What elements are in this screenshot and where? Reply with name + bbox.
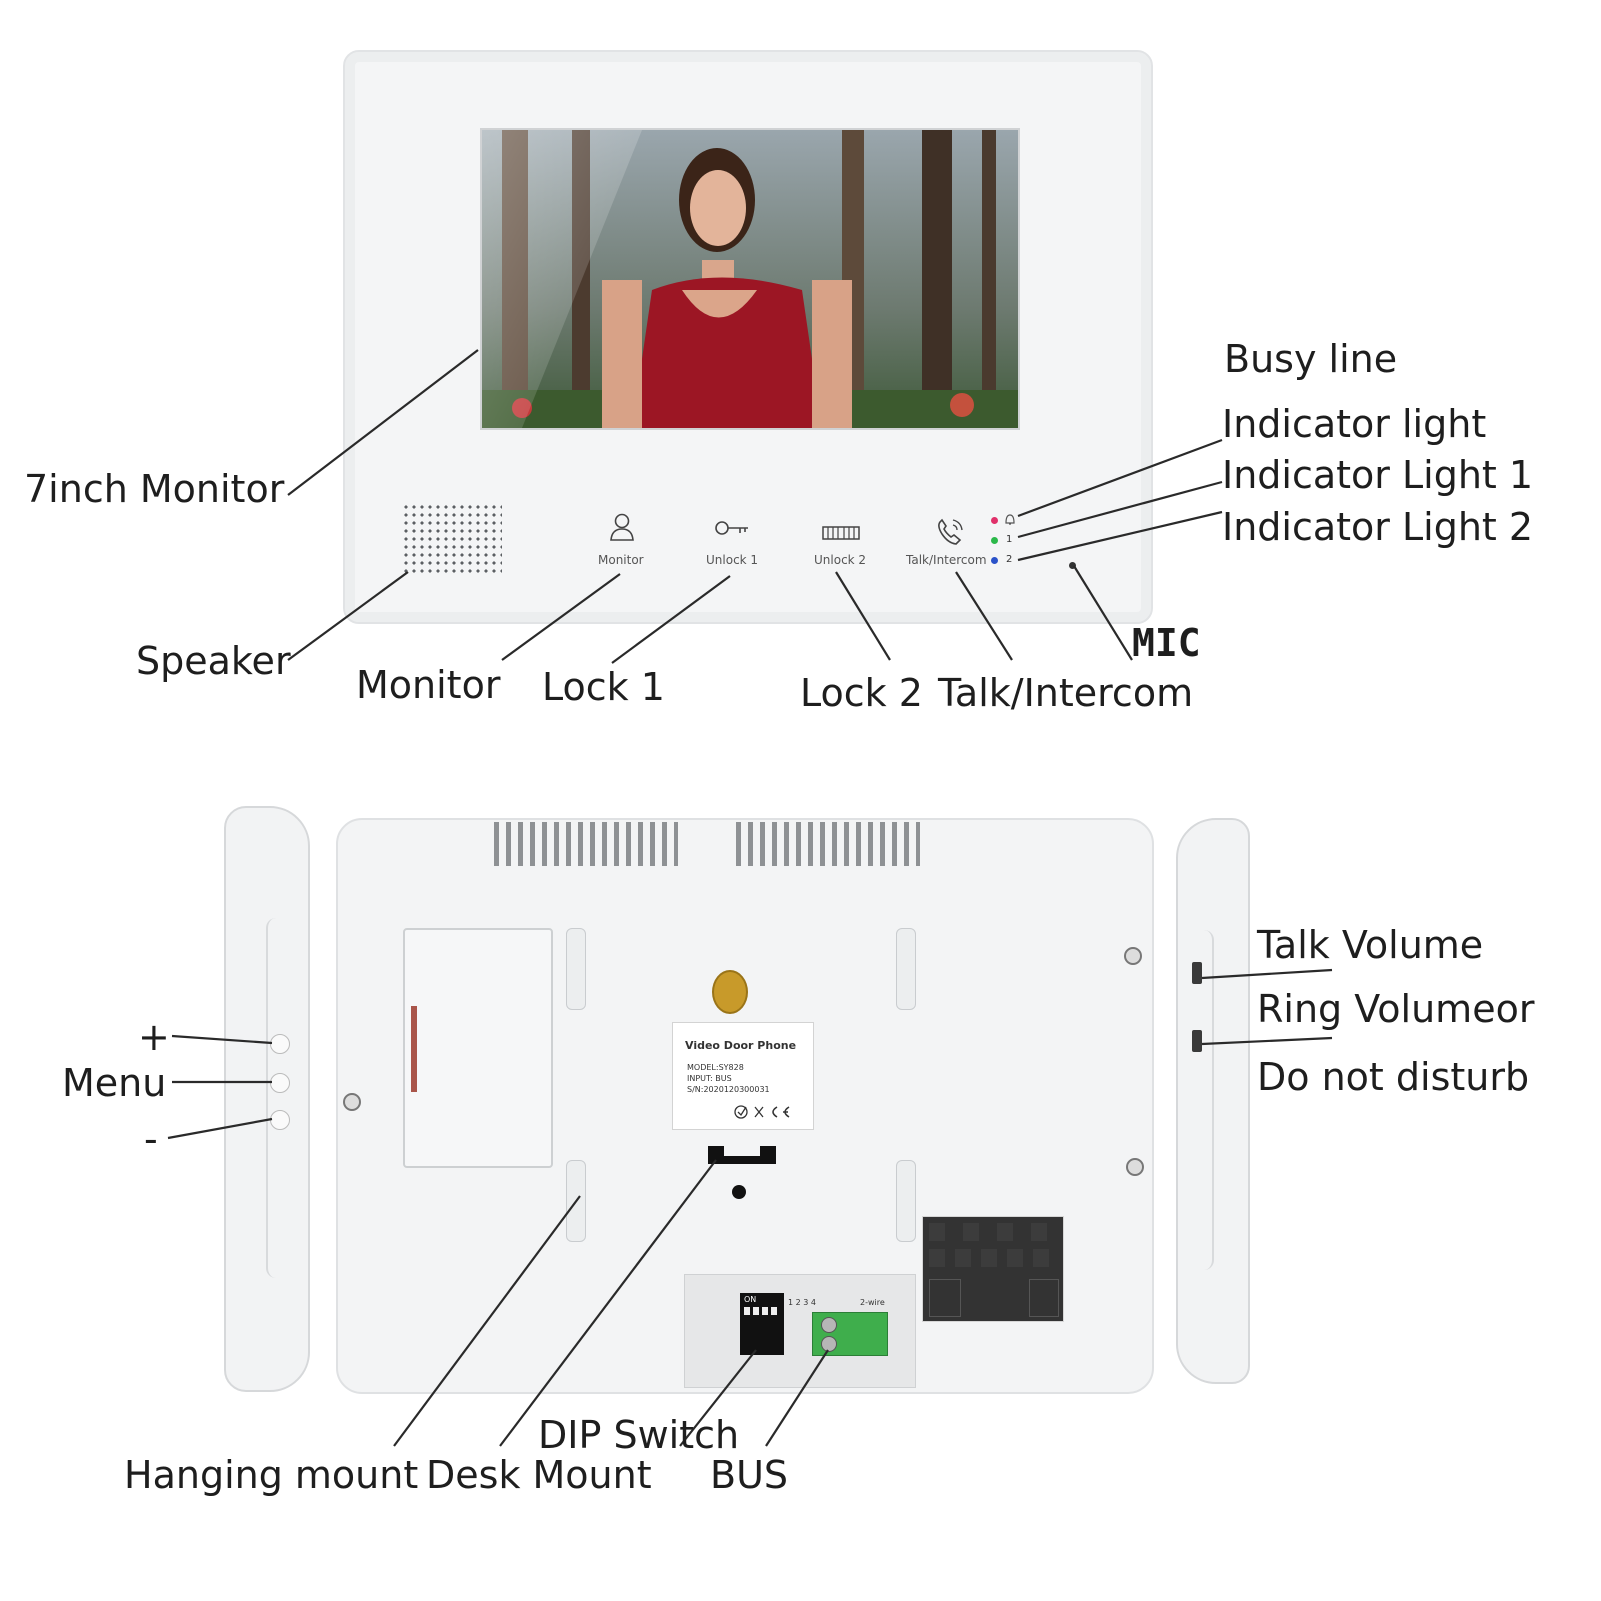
unlock1-button[interactable]: Unlock 1 [700, 512, 770, 572]
back-cover [403, 928, 553, 1168]
vent-right [736, 822, 920, 866]
unlock2-button[interactable]: Unlock 2 [810, 512, 880, 572]
ring-volume-slider[interactable] [1192, 1030, 1202, 1052]
screw [1126, 1158, 1144, 1176]
mic-hole [1069, 562, 1076, 569]
label-bus: BUS [710, 1453, 789, 1497]
unlock1-button-label: Unlock 1 [706, 553, 759, 567]
label-7inch-monitor: 7inch Monitor [24, 467, 285, 511]
left-side-profile [224, 806, 310, 1392]
screw [343, 1093, 361, 1111]
label-dip-switch: DIP Switch [538, 1413, 740, 1457]
screw [1124, 947, 1142, 965]
busy-led [991, 517, 998, 524]
sticker-serial: S/N:2020120300031 [687, 1085, 770, 1094]
desk-mount-hole [732, 1185, 746, 1199]
monitor-button[interactable]: Monitor [592, 512, 652, 572]
label-talk-volume: Talk Volume [1257, 923, 1484, 967]
dip-on-label: ON [744, 1295, 757, 1304]
label-busy-line: Busy line [1224, 337, 1398, 381]
label-minus: - [144, 1117, 158, 1161]
label-plus: + [138, 1015, 170, 1059]
label-monitor: Monitor [356, 663, 501, 707]
key-icon [715, 521, 748, 535]
led-1 [991, 537, 998, 544]
unlock2-button-label: Unlock 2 [814, 553, 867, 567]
certification-marks-icon [734, 1105, 790, 1119]
dip-switch[interactable]: ON [740, 1293, 784, 1355]
led-1-label: 1 [1006, 534, 1013, 545]
label-speaker: Speaker [136, 639, 291, 683]
desk-mount-slot [708, 1146, 776, 1164]
woman-photo [482, 130, 1018, 428]
label-mic: MIC [1132, 621, 1201, 665]
sticker-title: Video Door Phone [685, 1039, 797, 1052]
right-side-profile [1176, 818, 1250, 1384]
speaker-grille [402, 503, 502, 575]
phone-icon [938, 518, 963, 545]
hanging-hook [896, 928, 916, 1010]
led-2-label: 2 [1006, 554, 1013, 565]
bell-icon [1005, 514, 1015, 525]
gate-icon [822, 526, 860, 540]
label-talk-intercom: Talk/Intercom [938, 671, 1194, 715]
label-ring-volume: Ring Volumeor [1257, 987, 1535, 1031]
led-2 [991, 557, 998, 564]
label-indicator-light-1: Indicator Light 1 [1222, 453, 1534, 497]
label-desk-mount: Desk Mount [426, 1453, 652, 1497]
label-busy-indicator: Indicator light [1222, 402, 1487, 446]
label-do-not-disturb: Do not disturb [1257, 1055, 1530, 1099]
label-lock-2: Lock 2 [800, 671, 923, 715]
hanging-hook [566, 928, 586, 1010]
label-menu: Menu [62, 1061, 167, 1105]
product-sticker: Video Door Phone MODEL:SY828 INPUT: BUS … [672, 1022, 814, 1130]
person-icon [610, 513, 634, 541]
talk-intercom-button[interactable]: Talk/Intercom [906, 512, 994, 572]
monitor-screen [480, 128, 1020, 430]
label-indicator-light-2: Indicator Light 2 [1222, 505, 1534, 549]
talk-volume-slider[interactable] [1192, 962, 1202, 984]
vent-left [494, 822, 678, 866]
label-lock-1: Lock 1 [542, 665, 665, 709]
bus-wire-label: 2-wire [860, 1298, 885, 1307]
gold-logo [712, 970, 748, 1014]
plus-side-button[interactable] [270, 1034, 290, 1054]
hanging-hook [896, 1160, 916, 1242]
dip-numbers: 1 2 3 4 [788, 1298, 816, 1307]
sticker-input: INPUT: BUS [687, 1074, 732, 1083]
monitor-button-label: Monitor [598, 553, 644, 567]
sticker-model: MODEL:SY828 [687, 1063, 744, 1072]
wiring-diagram-sticker [922, 1216, 1064, 1322]
label-hanging-mount: Hanging mount [124, 1453, 419, 1497]
bus-terminal-block[interactable] [812, 1312, 888, 1356]
talk-intercom-button-label: Talk/Intercom [906, 553, 987, 567]
